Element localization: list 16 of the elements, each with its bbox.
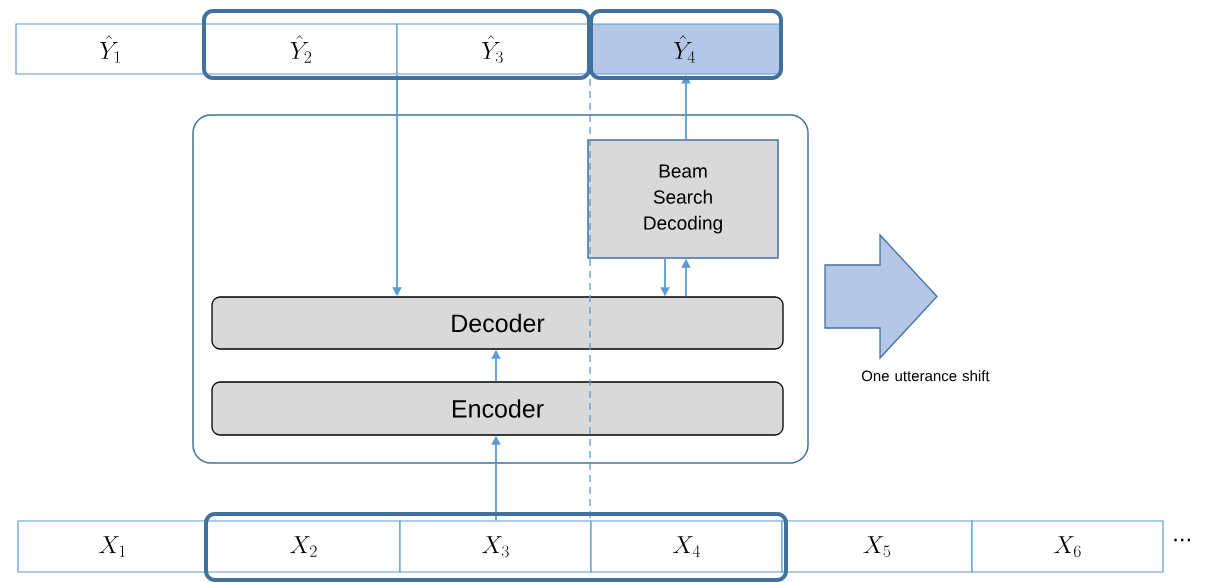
cell: $\hat{Y}_3$ — [396, 23, 589, 75]
process-box: Beam Search Decoding — [587, 139, 779, 259]
process-box: Encoder — [211, 381, 784, 436]
process-box: Decoder — [211, 296, 784, 350]
cell: $X_4$ — [590, 520, 783, 573]
block-arrow — [824, 233, 938, 360]
cell: $X_2$ — [206, 520, 401, 573]
cell: $\hat{Y}_4$ — [587, 23, 782, 75]
cell: $X_5$ — [781, 520, 973, 573]
cell: $X_3$ — [399, 520, 592, 573]
cell: $\hat{Y}_1$ — [15, 23, 206, 75]
cell: $X_1$ — [17, 520, 208, 573]
model-container — [192, 114, 809, 464]
node-label: One utterance shift — [861, 370, 990, 382]
cell: $X_6$ — [971, 520, 1164, 573]
cell: $\hat{Y}_2$ — [204, 23, 398, 75]
